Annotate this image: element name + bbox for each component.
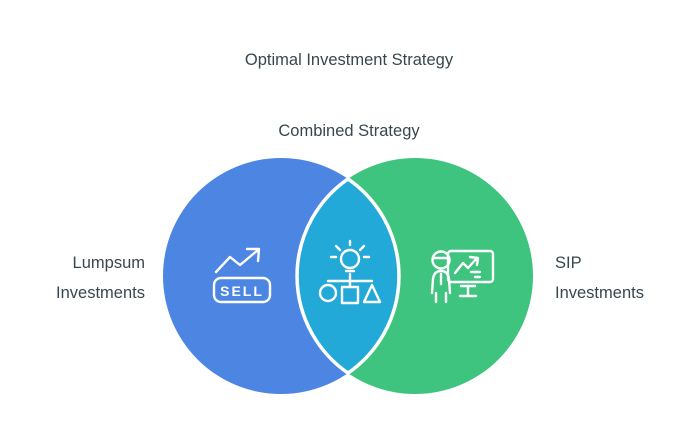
overlap-lens xyxy=(295,176,401,376)
idea-hierarchy-icon xyxy=(318,239,382,305)
right-set-label: SIP Investments xyxy=(555,254,644,302)
left-set-label: Lumpsum Investments xyxy=(56,254,145,302)
page-title: Optimal Investment Strategy xyxy=(244,51,454,69)
overlap-label: Combined Strategy xyxy=(278,122,420,140)
sell-trend-icon: SELL xyxy=(212,247,272,304)
sell-icon-text: SELL xyxy=(220,283,264,299)
presenter-chart-icon xyxy=(430,249,495,304)
